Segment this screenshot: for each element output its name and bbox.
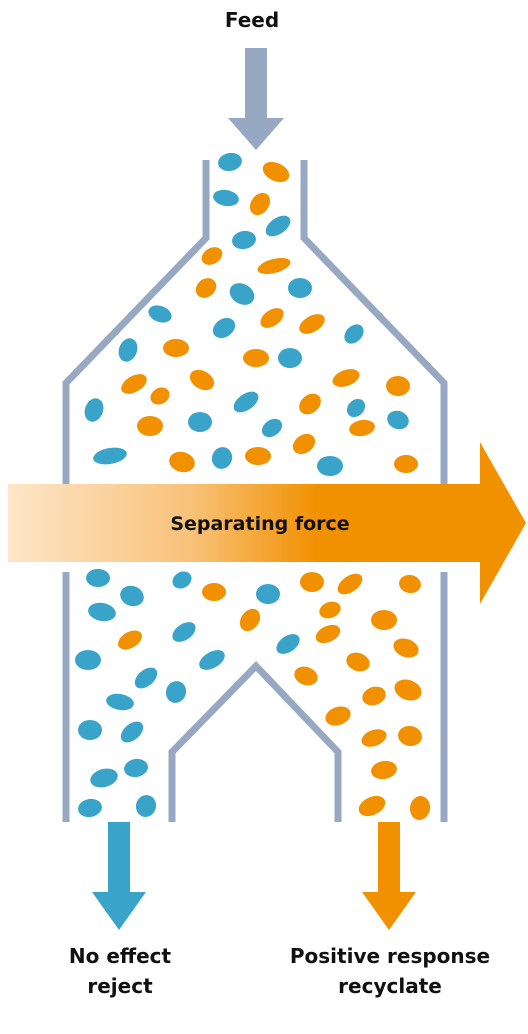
blue-particle bbox=[213, 189, 239, 207]
blue-particle bbox=[75, 650, 101, 670]
orange-particle bbox=[394, 455, 418, 473]
orange-particle bbox=[300, 572, 324, 592]
orange-particle bbox=[337, 573, 363, 595]
orange-particle bbox=[243, 349, 269, 367]
orange-particle bbox=[121, 374, 147, 394]
orange-particle bbox=[358, 795, 386, 817]
blue-particle bbox=[317, 456, 343, 476]
blue-particle bbox=[106, 693, 134, 711]
blue-particle bbox=[288, 278, 312, 298]
orange-particle bbox=[398, 725, 422, 747]
orange-particle bbox=[361, 729, 387, 747]
blue-particle bbox=[346, 398, 366, 418]
feed-label: Feed bbox=[225, 8, 279, 32]
blue-particle bbox=[165, 681, 187, 703]
blue-particle bbox=[78, 798, 102, 818]
orange-particle bbox=[257, 257, 291, 275]
orange-particle bbox=[169, 451, 195, 473]
orange-particle bbox=[299, 314, 325, 334]
blue-particle bbox=[211, 447, 233, 469]
orange-particle bbox=[195, 278, 217, 298]
orange-particle bbox=[362, 686, 386, 706]
orange-particle bbox=[239, 608, 261, 632]
blue-particle bbox=[93, 447, 127, 465]
blue-particle bbox=[84, 398, 104, 422]
feed-arrow-icon bbox=[228, 48, 284, 150]
blue-particle bbox=[344, 324, 364, 344]
blue-particle bbox=[148, 305, 172, 323]
blue-particle bbox=[78, 720, 102, 740]
blue-particle bbox=[212, 317, 236, 339]
blue-particle bbox=[261, 418, 283, 438]
splitter-wedge bbox=[168, 660, 342, 822]
reject-label-line2: reject bbox=[87, 974, 153, 998]
orange-particle bbox=[349, 419, 375, 437]
reject-arrow-icon bbox=[92, 822, 146, 930]
orange-particle bbox=[346, 652, 370, 672]
blue-particle bbox=[172, 571, 192, 589]
blue-particle bbox=[118, 338, 138, 362]
orange-particle bbox=[163, 339, 189, 357]
orange-particle bbox=[332, 369, 360, 387]
orange-particle bbox=[292, 433, 316, 455]
orange-particle bbox=[294, 666, 318, 686]
blue-particle bbox=[88, 602, 116, 622]
blue-particle bbox=[199, 650, 225, 670]
housing-left-wall bbox=[62, 160, 210, 562]
orange-particle bbox=[386, 376, 410, 396]
orange-particle bbox=[262, 161, 290, 183]
orange-particle bbox=[118, 630, 142, 650]
separating-force-label: Separating force bbox=[170, 513, 349, 535]
orange-particle bbox=[299, 393, 321, 415]
blue-particle bbox=[256, 584, 280, 604]
blue-particle bbox=[278, 348, 302, 368]
blue-particle bbox=[124, 758, 148, 778]
orange-particle bbox=[325, 706, 351, 726]
housing-right-wall bbox=[300, 160, 448, 562]
orange-particle bbox=[409, 796, 431, 820]
orange-particle bbox=[150, 387, 170, 405]
blue-particle bbox=[276, 634, 300, 654]
orange-particle bbox=[394, 679, 422, 701]
separating-force-arrow-icon bbox=[8, 442, 526, 604]
orange-particle bbox=[393, 638, 419, 658]
blue-particle bbox=[120, 721, 144, 743]
orange-particle bbox=[202, 583, 226, 601]
blue-particle bbox=[135, 795, 157, 817]
blue-particle bbox=[265, 215, 291, 237]
orange-particle bbox=[189, 369, 215, 391]
blue-particle bbox=[188, 412, 212, 432]
particles bbox=[75, 152, 431, 820]
orange-particle bbox=[371, 610, 397, 630]
orange-particle bbox=[137, 416, 163, 436]
orange-particle bbox=[319, 601, 341, 619]
blue-particle bbox=[90, 768, 118, 788]
blue-particle bbox=[120, 585, 144, 607]
recyclate-label-line2: recyclate bbox=[338, 974, 442, 998]
orange-particle bbox=[371, 760, 397, 780]
reject-label-line1: No effect bbox=[69, 944, 172, 968]
recyclate-label-line1: Positive response bbox=[290, 944, 490, 968]
recyclate-arrow-icon bbox=[362, 822, 416, 930]
blue-particle bbox=[172, 622, 196, 642]
blue-particle bbox=[218, 152, 242, 172]
orange-particle bbox=[249, 192, 271, 216]
orange-particle bbox=[399, 574, 421, 594]
blue-particle bbox=[232, 230, 256, 250]
blue-particle bbox=[387, 410, 409, 430]
orange-particle bbox=[245, 447, 271, 465]
orange-particle bbox=[201, 247, 223, 265]
orange-particle bbox=[315, 624, 341, 644]
blue-particle bbox=[86, 569, 110, 587]
blue-particle bbox=[229, 283, 255, 305]
blue-particle bbox=[134, 667, 158, 689]
blue-particle bbox=[233, 391, 259, 413]
separator-housing bbox=[62, 160, 448, 822]
orange-particle bbox=[260, 308, 284, 328]
